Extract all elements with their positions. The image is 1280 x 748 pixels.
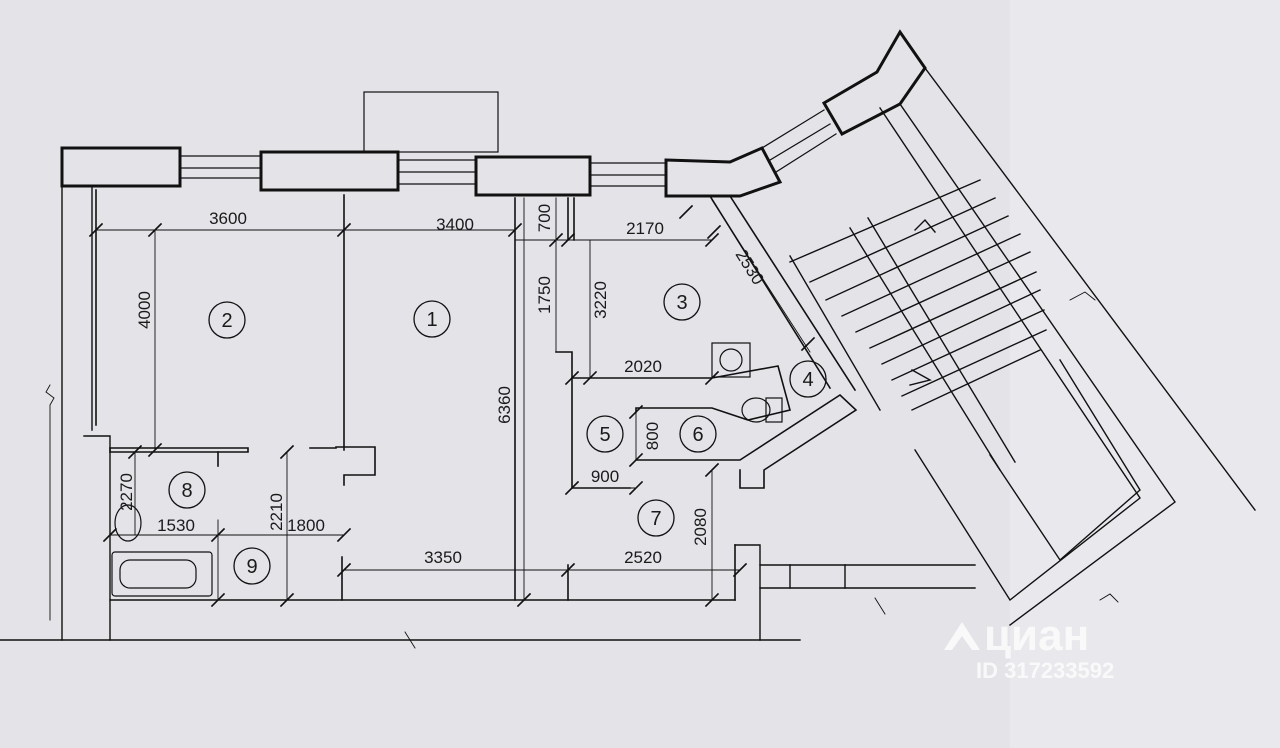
- room-number-9: 9: [246, 556, 257, 578]
- dimension-2520: 2520: [624, 548, 662, 567]
- room-number-1: 1: [426, 309, 437, 331]
- dimension-3400: 3400: [436, 215, 474, 234]
- exterior-wall-bottom: [0, 544, 976, 641]
- fixtures: [111, 342, 783, 597]
- washbasin: [114, 504, 142, 542]
- room-markers: [168, 283, 827, 585]
- dimension-1800: 1800: [287, 516, 325, 535]
- exterior-wall-left: [61, 185, 111, 641]
- dimension-3350: 3350: [424, 548, 462, 567]
- dimension-2080: 2080: [691, 508, 710, 546]
- dimension-900: 900: [591, 467, 619, 486]
- balcony: [363, 91, 499, 153]
- dimension-2210: 2210: [267, 493, 286, 531]
- dimension-2530: 2530: [732, 246, 768, 288]
- dimension-1530: 1530: [157, 516, 195, 535]
- dimension-ticks: [88, 204, 816, 608]
- cian-logo-icon: [944, 622, 980, 650]
- room-number-7: 7: [650, 508, 661, 530]
- dimension-6360: 6360: [495, 386, 514, 424]
- dimension-1750: 1750: [535, 276, 554, 314]
- dimension-2170: 2170: [626, 219, 664, 238]
- bathtub: [111, 551, 213, 597]
- room-number-2: 2: [221, 310, 232, 332]
- dimension-3600: 3600: [209, 209, 247, 228]
- windows: [179, 109, 837, 187]
- dimension-2270: 2270: [117, 473, 136, 511]
- dimension-3220: 3220: [591, 281, 610, 319]
- dimension-700: 700: [535, 204, 554, 232]
- toilet: [741, 397, 771, 423]
- dimension-800: 800: [643, 422, 662, 450]
- dimension-lines: [45, 197, 1119, 649]
- watermark: циан ID 317233592: [944, 611, 1114, 683]
- watermark-id: ID 317233592: [976, 658, 1114, 683]
- watermark-brand: циан: [984, 611, 1089, 660]
- room-number-6: 6: [692, 424, 703, 446]
- room-number-3: 3: [676, 292, 687, 314]
- room-number-4: 4: [802, 369, 813, 391]
- stairwell: [789, 67, 1256, 626]
- dimension-2020: 2020: [624, 357, 662, 376]
- dimension-4000: 4000: [135, 291, 154, 329]
- room-number-8: 8: [181, 480, 192, 502]
- room-number-5: 5: [599, 424, 610, 446]
- exterior-wall-top: [60, 29, 927, 198]
- paper-fold: [1010, 0, 1280, 748]
- sink: [711, 342, 751, 378]
